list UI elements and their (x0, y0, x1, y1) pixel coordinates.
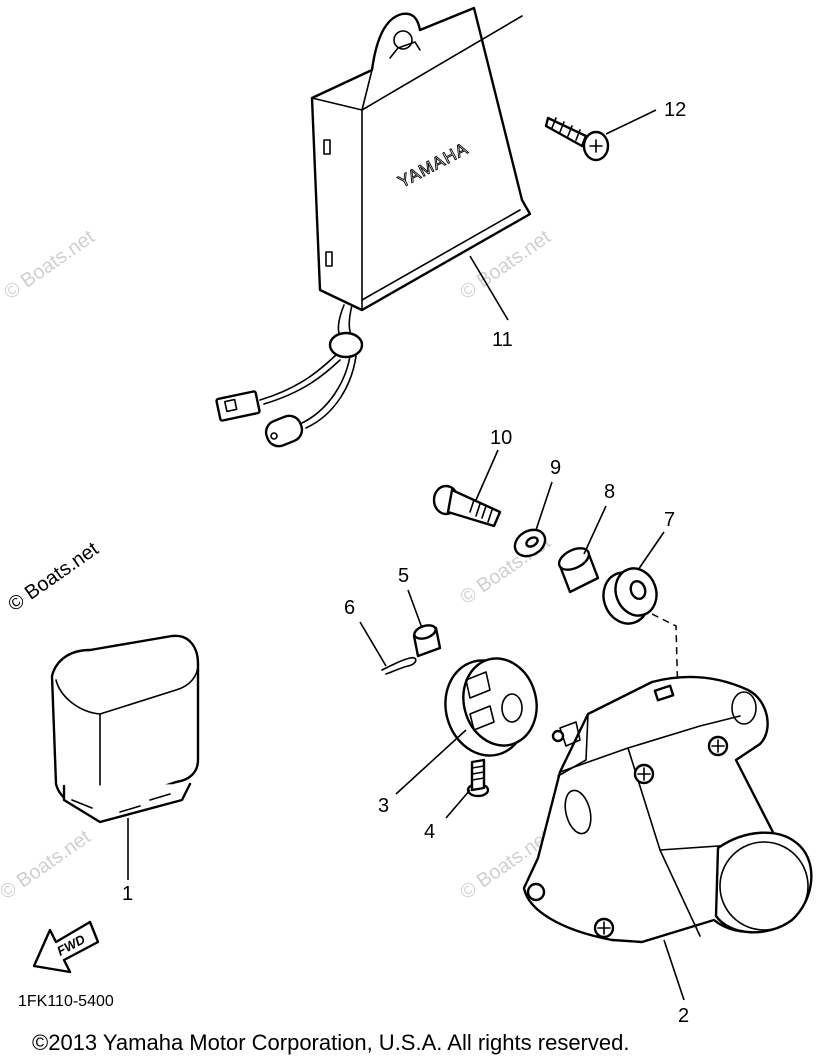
callout-5: 5 (398, 565, 409, 587)
bolt-part-10 (432, 484, 502, 528)
watermark-dark: © Boats.net (4, 538, 103, 616)
fwd-arrow: FWD (32, 920, 100, 974)
cdi-harness (215, 304, 364, 448)
relay-housing-part-2 (522, 675, 813, 944)
clip-part-6 (381, 656, 417, 675)
callout-7: 7 (664, 509, 675, 531)
screw-part-4 (466, 758, 490, 798)
grommet-part-7 (602, 567, 658, 625)
leader-8 (583, 505, 607, 555)
callout-1: 1 (122, 883, 133, 905)
diagram-code: 1FK110-5400 (18, 993, 114, 1010)
leader-10 (475, 449, 499, 501)
leader-6 (359, 621, 387, 667)
leader-2 (663, 939, 685, 1001)
screw-part-12 (544, 116, 610, 162)
leader-11 (469, 255, 509, 321)
callout-12: 12 (664, 99, 686, 121)
callout-8: 8 (604, 481, 615, 503)
leader-12 (605, 109, 657, 135)
assembly-line (651, 613, 679, 701)
callout-2: 2 (678, 1005, 689, 1027)
copyright-notice: ©2013 Yamaha Motor Corporation, U.S.A. A… (32, 1030, 629, 1055)
leader-3 (395, 729, 467, 795)
watermark-4: © Boats.net (0, 826, 95, 904)
callout-6: 6 (344, 597, 355, 619)
watermark-1: © Boats.net (0, 226, 99, 304)
collar-part-8 (557, 547, 600, 594)
leader-9 (535, 481, 553, 531)
washer-part-9 (513, 528, 547, 558)
callout-10: 10 (490, 427, 512, 449)
callout-3: 3 (378, 795, 389, 817)
cdi-unit-part-11: YAMAHA (310, 6, 532, 312)
callout-11: 11 (492, 329, 513, 351)
callout-9: 9 (550, 457, 561, 479)
leader-4 (445, 789, 471, 819)
contact-plate-part-3 (444, 657, 538, 757)
leader-5 (407, 589, 423, 629)
relay-part-1 (50, 634, 200, 824)
callout-4: 4 (424, 821, 435, 843)
leader-7 (637, 531, 665, 571)
cap-part-5 (412, 624, 442, 658)
